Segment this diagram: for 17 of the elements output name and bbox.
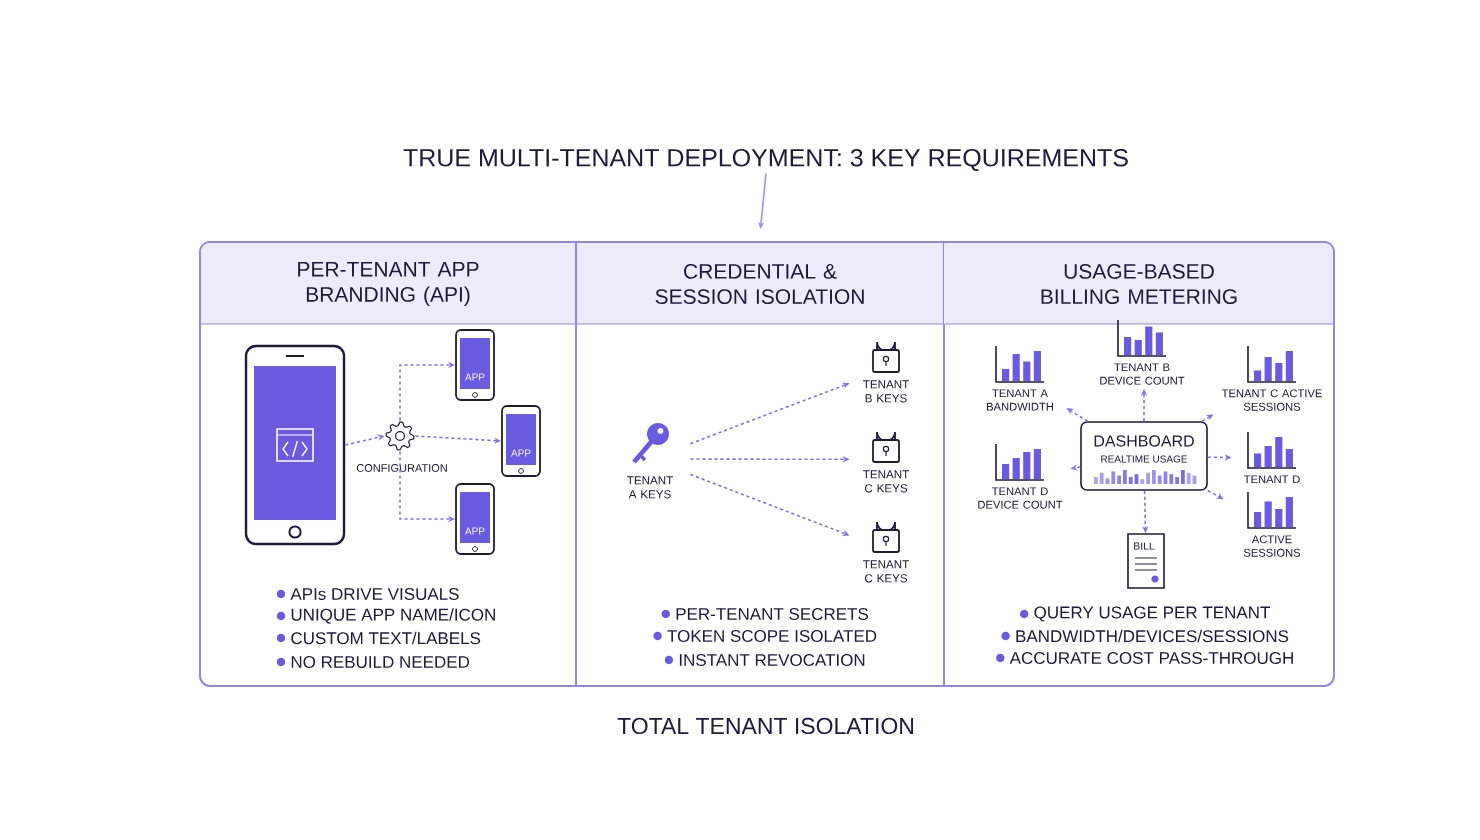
gear-icon: [385, 421, 415, 451]
heading: TRUE MULTI-TENANT DEPLOYMENT: 3 KEY REQUIREMENTS: [403, 148, 1128, 172]
bullet-item: INSTANT REVOCATION: [664, 654, 865, 666]
bullet-item: NO REBUILD NEEDED: [276, 656, 470, 668]
bullet-item: BANDWIDTH/DEVICES/SESSIONS: [1001, 629, 1289, 643]
footer-text: TOTAL TENANT ISOLATION: [617, 717, 914, 735]
bullet-item: PER-TENANT SECRETS: [661, 608, 869, 620]
bullet-item: UNIQUE APP NAME/ICON: [276, 608, 495, 624]
bullet-item: APIs DRIVE VISUALS: [276, 588, 459, 600]
bullet-item: ACCURATE COST PASS-THROUGH: [996, 652, 1293, 664]
panel-heading: USAGE-BASED BILLING METERING: [1041, 263, 1237, 305]
bullet-item: TOKEN SCOPE ISOLATED: [653, 630, 877, 642]
bullet-item: CUSTOM TEXT/LABELS: [276, 631, 481, 645]
bullet-item: QUERY USAGE PER TENANT: [1020, 606, 1270, 622]
panel-heading: CREDENTIAL & SESSION ISOLATION: [655, 263, 864, 305]
panel-heading: PER-TENANT APP BRANDING (API): [298, 262, 479, 306]
phone-drawing: [244, 344, 346, 546]
